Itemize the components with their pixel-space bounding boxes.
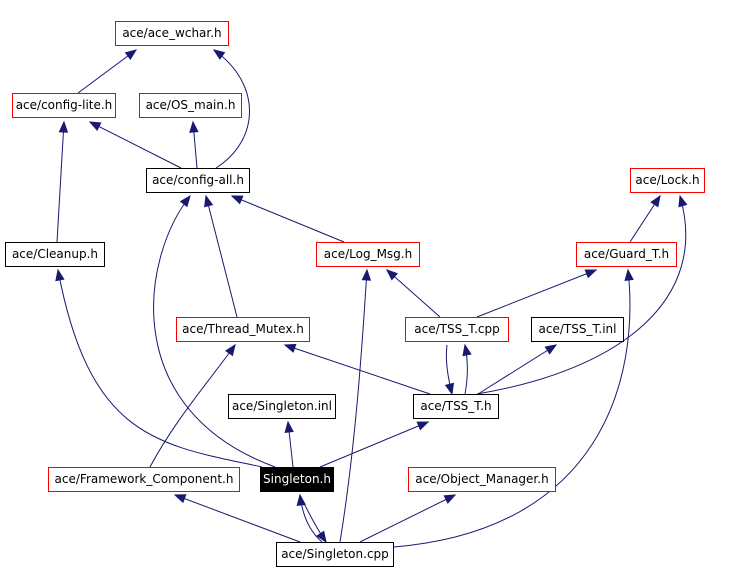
arrowhead-singleton_cpp-to-guard_t — [624, 268, 634, 281]
arrowhead-tss_t_cpp-to-tss_t_h — [444, 382, 455, 396]
arrowhead-singleton_h-to-tss_t_h — [416, 421, 430, 431]
arrowhead-config_lite-to-ace_wchar — [124, 49, 138, 61]
arrowhead-cleanup-to-config_lite — [58, 120, 69, 133]
edge-singleton_h-to-tss_t_h — [319, 421, 429, 468]
edge-thread_mutex-to-config_all — [205, 195, 238, 318]
arrowhead-singleton_cpp-to-framework_component — [173, 494, 187, 504]
node-tss-t-h[interactable]: ace/TSS_T.h — [413, 394, 499, 419]
edge-tss_t_h-to-lock — [476, 195, 687, 395]
edge-config_all-to-ace_wchar — [213, 49, 250, 169]
arrowhead-singleton_cpp-to-singleton_h — [296, 493, 306, 506]
arrowhead-tss_t_h-to-lock — [678, 194, 688, 208]
arrowhead-framework_component-to-thread_mutex — [225, 343, 236, 357]
edge-config_all-to-config_lite — [89, 121, 182, 169]
edge-config_lite-to-ace_wchar — [77, 49, 137, 94]
arrowhead-tss_t_h-to-tss_t_inl — [544, 344, 558, 355]
node-tss-t-inl[interactable]: ace/TSS_T.inl — [531, 317, 624, 342]
edge-singleton_cpp-to-guard_t — [393, 269, 631, 548]
node-guard-t-h[interactable]: ace/Guard_T.h — [576, 242, 677, 267]
arrowhead-tss_t_cpp-to-guard_t — [584, 269, 598, 279]
arrowhead-singleton_h-to-singleton_cpp — [316, 530, 327, 544]
arrowhead-log_msg-to-config_all — [230, 195, 244, 205]
node-config-lite-h[interactable]: ace/config-lite.h — [12, 93, 116, 118]
arrowhead-config_all-to-config_lite — [88, 121, 102, 131]
arrowhead-tss_t_cpp-to-log_msg — [385, 269, 398, 281]
edge-singleton_cpp-to-log_msg — [339, 269, 368, 543]
edge-cleanup-to-config_lite — [56, 121, 65, 243]
arrowhead-guard_t-to-lock — [650, 194, 661, 208]
arrowhead-config_all-to-ace_wchar — [212, 49, 226, 60]
node-ace-wchar-h[interactable]: ace/ace_wchar.h — [115, 21, 229, 46]
arrowhead-tss_t_h-to-thread_mutex — [283, 343, 297, 353]
edge-log_msg-to-config_all — [231, 195, 345, 243]
node-config-all-h[interactable]: ace/config-all.h — [146, 168, 250, 193]
node-lock-h[interactable]: ace/Lock.h — [630, 168, 705, 193]
arrowhead-config_all-to-os_main — [189, 120, 199, 133]
node-log-msg-h[interactable]: ace/Log_Msg.h — [316, 242, 420, 267]
edge-singleton_cpp-to-object_manager — [359, 494, 456, 543]
node-object-manager-h[interactable]: ace/Object_Manager.h — [408, 467, 556, 492]
arrowhead-singleton_h-to-cleanup — [55, 268, 65, 282]
edge-singleton_h-to-config_all — [153, 195, 276, 468]
arrowhead-singleton_h-to-singleton_inl — [284, 420, 294, 433]
dependency-edges — [55, 49, 688, 548]
node-os-main-h[interactable]: ace/OS_main.h — [139, 93, 242, 118]
arrowhead-singleton_cpp-to-log_msg — [361, 268, 372, 281]
node-singleton-h: Singleton.h — [260, 467, 334, 492]
arrowhead-singleton_h-to-config_all — [179, 194, 191, 208]
arrowhead-thread_mutex-to-config_all — [204, 194, 214, 208]
edge-tss_t_h-to-tss_t_inl — [477, 344, 557, 395]
edge-tss_t_cpp-to-log_msg — [386, 269, 441, 318]
edge-framework_component-to-thread_mutex — [149, 344, 236, 468]
node-singleton-inl[interactable]: ace/Singleton.inl — [228, 394, 336, 419]
edge-singleton_cpp-to-framework_component — [174, 494, 301, 543]
edge-tss_t_h-to-thread_mutex — [284, 344, 431, 395]
node-cleanup-h[interactable]: ace/Cleanup.h — [5, 242, 105, 267]
node-singleton-cpp[interactable]: ace/Singleton.cpp — [276, 542, 394, 567]
arrowhead-tss_t_h-to-tss_t_cpp — [462, 343, 472, 357]
node-framework-component-h[interactable]: ace/Framework_Component.h — [48, 467, 240, 492]
arrowhead-singleton_cpp-to-object_manager — [443, 494, 457, 504]
node-tss-t-cpp[interactable]: ace/TSS_T.cpp — [405, 317, 509, 342]
edge-singleton_h-to-cleanup — [57, 269, 263, 468]
node-thread-mutex-h[interactable]: ace/Thread_Mutex.h — [176, 317, 310, 342]
edge-tss_t_cpp-to-guard_t — [476, 269, 597, 318]
